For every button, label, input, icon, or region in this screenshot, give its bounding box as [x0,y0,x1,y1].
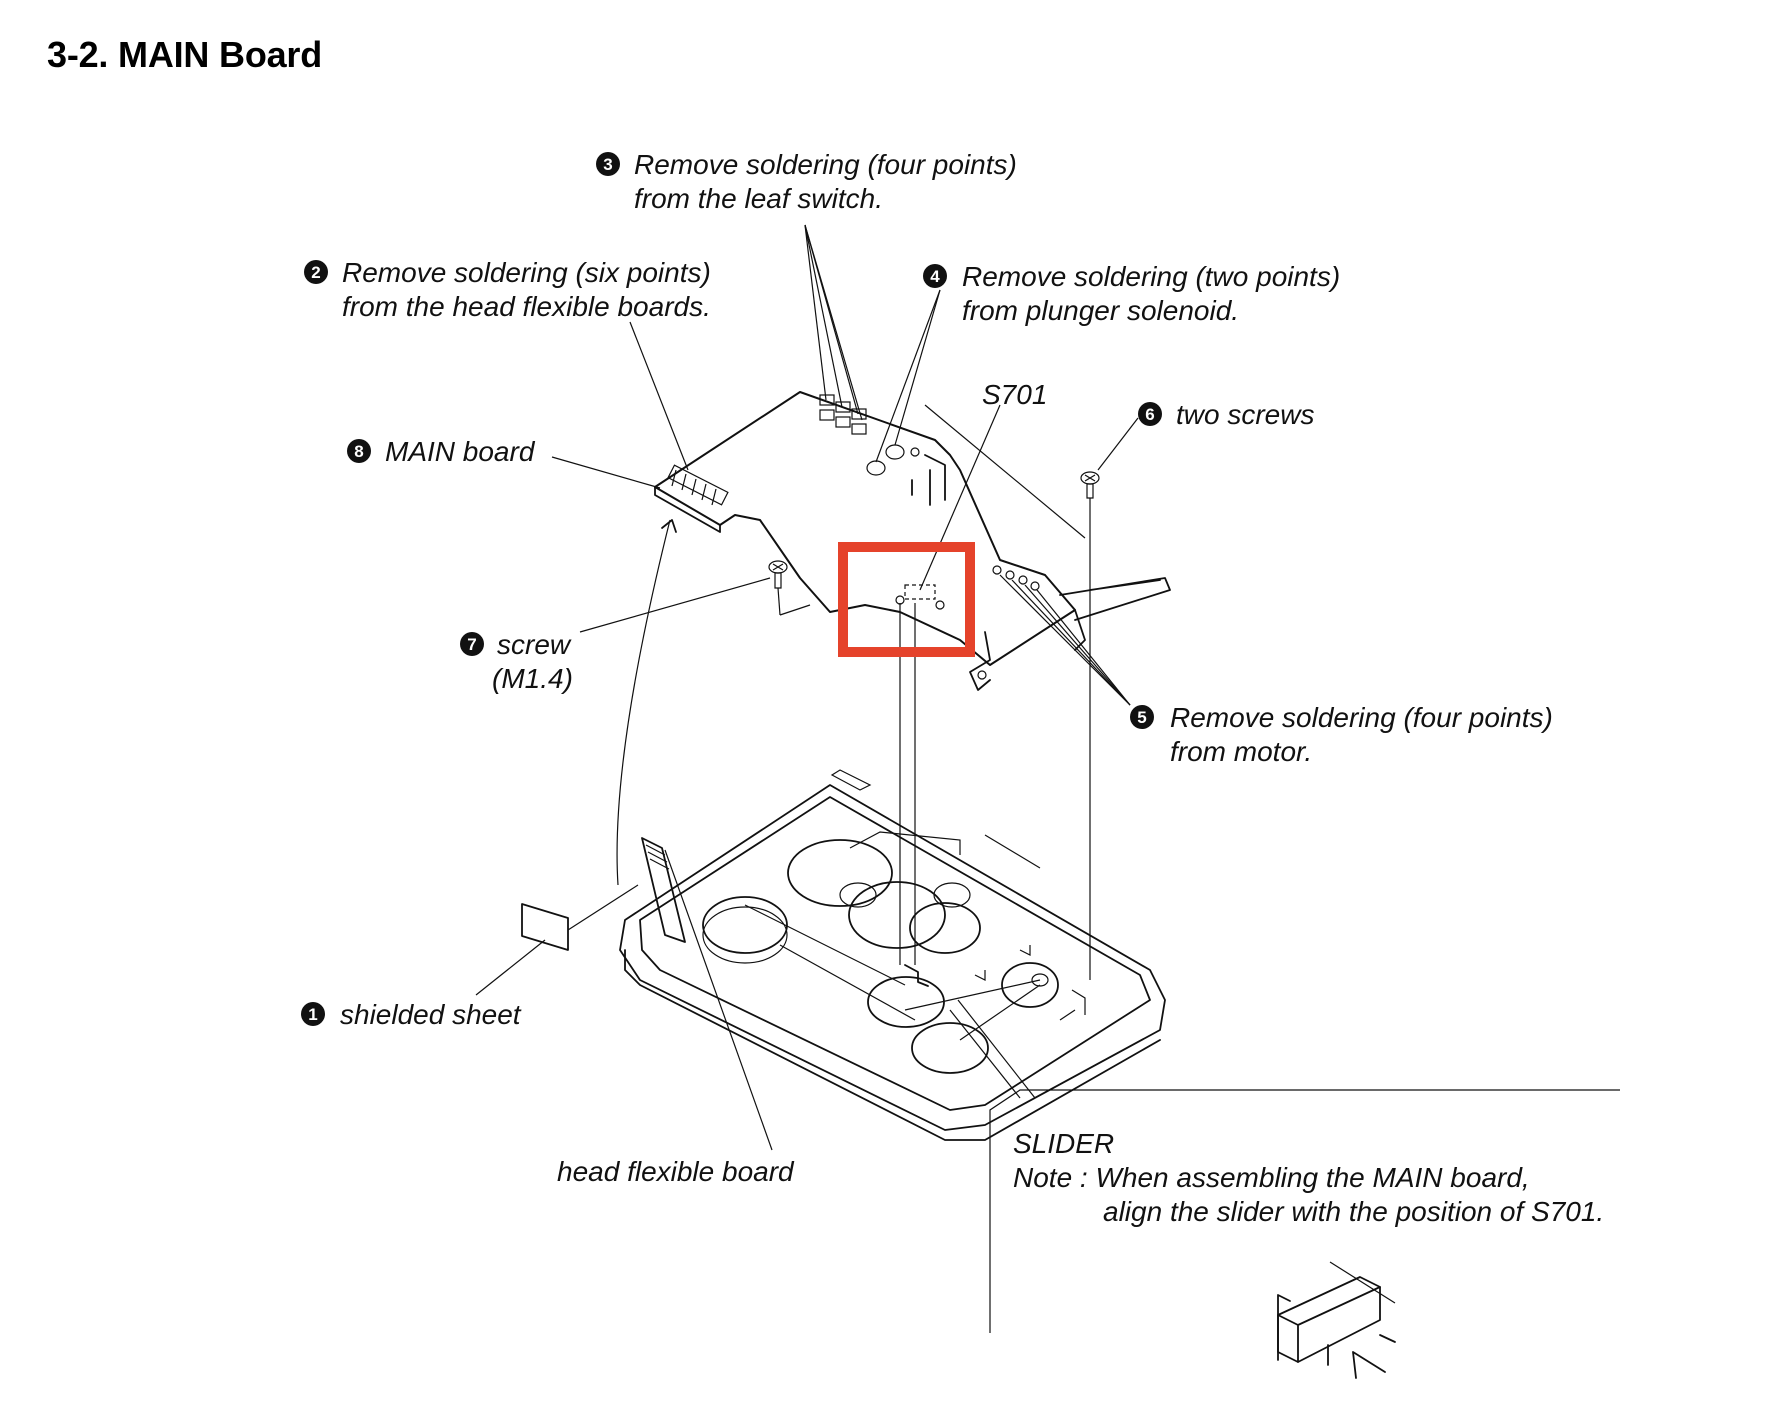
step-badge-1: 1 [301,1002,325,1026]
svg-text:1: 1 [308,1005,317,1024]
step-2-label-line2: from the head flexible boards. [342,291,711,322]
head-flex-solder-points [667,464,729,506]
step-1-label: shielded sheet [340,999,522,1030]
chassis [619,769,1166,1141]
step-badge-5: 5 [1130,705,1154,729]
step-badge-8: 8 [347,439,371,463]
screw-right [1080,471,1100,499]
svg-text:6: 6 [1145,405,1154,424]
s701-label: S701 [982,379,1047,410]
head-flexible-board-label: head flexible board [557,1156,795,1187]
step-3-label-line2: from the leaf switch. [634,183,883,214]
step-badge-2: 2 [304,260,328,284]
s701-highlight-box [838,542,975,657]
page-title: 3-2. MAIN Board [47,34,323,75]
step-4-label-line1: Remove soldering (two points) [962,261,1340,292]
step-4-label-line2: from plunger solenoid. [962,295,1239,326]
slider-detail-figure [1277,1261,1396,1379]
step-badge-4: 4 [923,264,947,288]
svg-text:5: 5 [1137,708,1146,727]
note-line1: Note : When assembling the MAIN board, [1013,1162,1530,1193]
svg-text:7: 7 [467,635,476,654]
step-7-label-line1: screw [497,629,572,660]
head-flexible-board-part [616,519,686,943]
step-7-label-line2: (M1.4) [492,663,573,694]
svg-text:3: 3 [603,155,612,174]
svg-text:4: 4 [930,267,940,286]
step-badge-7: 7 [460,632,484,656]
step-badge-3: 3 [596,152,620,176]
slider-label: SLIDER [1013,1128,1114,1159]
step-5-label-line1: Remove soldering (four points) [1170,702,1553,733]
shielded-sheet-part [521,903,569,951]
leader-lines [475,224,1620,1333]
note-line2: align the slider with the position of S7… [1103,1196,1604,1227]
step-3-label-line1: Remove soldering (four points) [634,149,1017,180]
main-board-pcb [654,391,1171,691]
step-6-label: two screws [1176,399,1314,430]
step-5-label-line2: from motor. [1170,736,1312,767]
step-8-label: MAIN board [385,436,536,467]
step-2-label-line1: Remove soldering (six points) [342,257,711,288]
screw-m1.4 [768,560,788,589]
step-badge-6: 6 [1138,402,1162,426]
svg-text:2: 2 [311,263,320,282]
svg-text:8: 8 [354,442,363,461]
